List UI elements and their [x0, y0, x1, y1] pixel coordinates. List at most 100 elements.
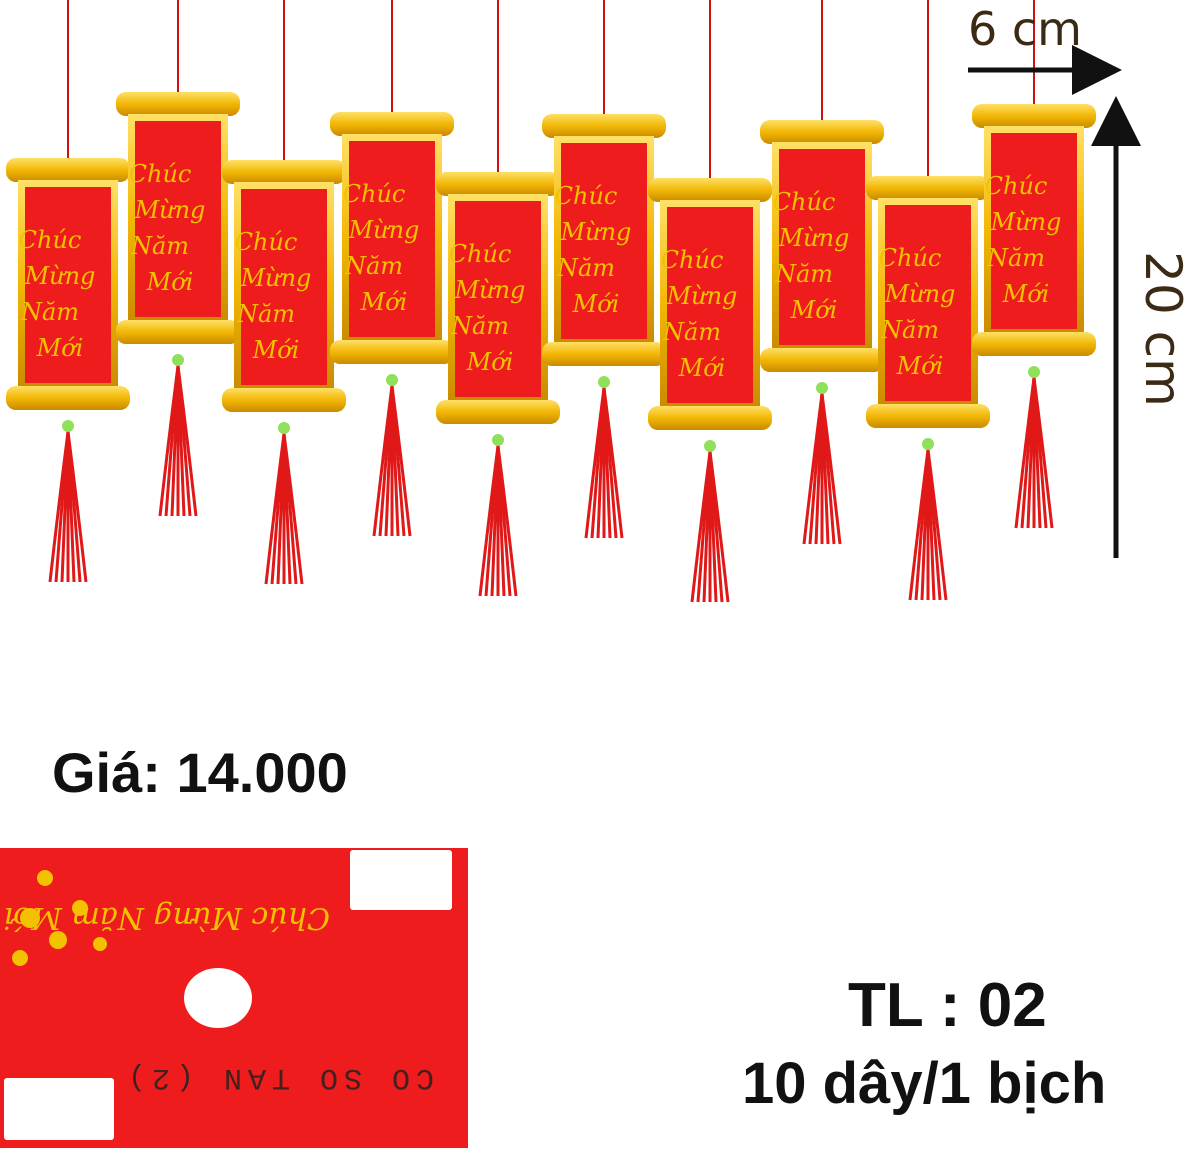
- greeting-line: Chúc: [129, 160, 192, 188]
- bag-label-sticker: [350, 850, 452, 910]
- scroll-bottom-roller: [760, 348, 884, 372]
- jade-bead-icon: [922, 438, 934, 450]
- jade-bead-icon: [62, 420, 74, 432]
- greeting-line: Chúc: [555, 182, 618, 210]
- jade-bead-icon: [172, 354, 184, 366]
- greeting-line: Năm: [130, 232, 189, 260]
- greeting-line: Năm: [450, 312, 509, 340]
- greeting-line: Mới: [146, 268, 194, 296]
- greeting-line: Mừng: [778, 224, 850, 252]
- greeting-line: Năm: [556, 254, 615, 282]
- width-label: 6 cm: [968, 2, 1082, 56]
- greeting-line: Năm: [880, 316, 939, 344]
- jade-bead-icon: [1028, 366, 1040, 378]
- pack-info: 10 dây/1 bịch: [742, 1051, 1107, 1116]
- plum-blossom-icon: [12, 870, 107, 966]
- greeting-line: Mừng: [240, 264, 312, 292]
- scroll-panel: [991, 133, 1077, 329]
- scroll-panel: [135, 121, 221, 317]
- greeting-line: Mới: [252, 336, 300, 364]
- scroll-bottom-roller: [222, 388, 346, 412]
- tassel-strand: [282, 433, 304, 585]
- jade-bead-icon: [816, 382, 828, 394]
- greeting-line: Năm: [20, 298, 79, 326]
- scroll-panel: [561, 143, 647, 339]
- scroll-panel: [241, 189, 327, 385]
- scroll-top-roller: [6, 158, 130, 182]
- scroll-bottom-roller: [972, 332, 1096, 356]
- product-code: TL : 02: [848, 971, 1047, 1040]
- jade-bead-icon: [492, 434, 504, 446]
- scroll-panel: [25, 187, 111, 383]
- bag-hanging-hole: [184, 968, 252, 1028]
- ornament-group: ChúcMừngNămMớiChúcMừngNămMớiChúcMừngNămM…: [6, 0, 1096, 603]
- tassel-strand: [496, 445, 518, 597]
- greeting-line: Chúc: [879, 244, 942, 272]
- greeting-line: Năm: [344, 252, 403, 280]
- greeting-line: Mới: [678, 354, 726, 382]
- scroll-top-roller: [222, 160, 346, 184]
- scroll-top-roller: [330, 112, 454, 136]
- tassel-strand: [176, 365, 198, 517]
- jade-bead-icon: [598, 376, 610, 388]
- scroll-bottom-roller: [330, 340, 454, 364]
- greeting-line: Mừng: [134, 196, 206, 224]
- greeting-line: Chúc: [19, 226, 82, 254]
- tassel-strand: [820, 393, 842, 545]
- scroll-bottom-roller: [866, 404, 990, 428]
- bag-sticker: [4, 1078, 114, 1140]
- bag-code: CO SO TAN (2): [122, 1060, 435, 1094]
- greeting-line: Mới: [36, 334, 84, 362]
- tassel-strand: [390, 385, 412, 537]
- greeting-line: Năm: [236, 300, 295, 328]
- jade-bead-icon: [386, 374, 398, 386]
- greeting-line: Mới: [572, 290, 620, 318]
- greeting-line: Mừng: [24, 262, 96, 290]
- scroll-panel: [455, 201, 541, 397]
- greeting-line: Mừng: [348, 216, 420, 244]
- scroll-panel: [349, 141, 435, 337]
- price-label: Giá: 14.000: [52, 741, 348, 804]
- greeting-line: Mừng: [454, 276, 526, 304]
- greeting-line: Mới: [790, 296, 838, 324]
- scroll-top-roller: [972, 104, 1096, 128]
- greeting-line: Mới: [360, 288, 408, 316]
- greeting-line: Chúc: [661, 246, 724, 274]
- scroll-panel: [667, 207, 753, 403]
- scroll-top-roller: [116, 92, 240, 116]
- tassel-strand: [602, 387, 624, 539]
- greeting-line: Năm: [662, 318, 721, 346]
- jade-bead-icon: [704, 440, 716, 452]
- scroll-bottom-roller: [116, 320, 240, 344]
- scroll-top-roller: [866, 176, 990, 200]
- scroll-bottom-roller: [436, 400, 560, 424]
- greeting-line: Chúc: [343, 180, 406, 208]
- scroll-bottom-roller: [648, 406, 772, 430]
- height-label: 20 cm: [1133, 251, 1192, 407]
- greeting-line: Mới: [896, 352, 944, 380]
- tassel-strand: [926, 449, 948, 601]
- scroll-bottom-roller: [6, 386, 130, 410]
- greeting-line: Mừng: [560, 218, 632, 246]
- greeting-line: Mới: [466, 348, 514, 376]
- bag-greeting: Chúc Mừng Năm Mới: [3, 900, 330, 935]
- greeting-line: Chúc: [985, 172, 1048, 200]
- scroll-panel: [779, 149, 865, 345]
- scroll-top-roller: [436, 172, 560, 196]
- jade-bead-icon: [278, 422, 290, 434]
- greeting-line: Chúc: [449, 240, 512, 268]
- greeting-line: Chúc: [235, 228, 298, 256]
- greeting-line: Mừng: [990, 208, 1062, 236]
- greeting-line: Năm: [986, 244, 1045, 272]
- ornament-scene: ChúcMừngNămMớiChúcMừngNămMớiChúcMừngNămM…: [6, 0, 1141, 603]
